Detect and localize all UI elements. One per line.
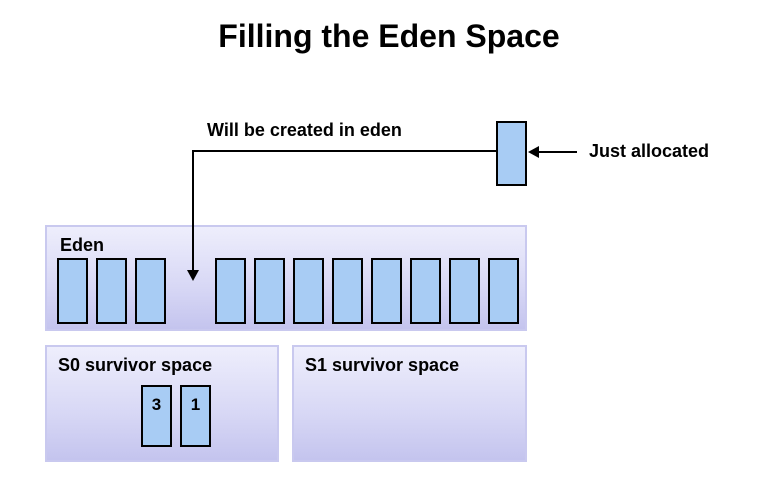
placement-arrowhead (187, 270, 199, 281)
s0-label: S0 survivor space (58, 355, 213, 375)
eden-object (371, 258, 402, 324)
eden-object (135, 258, 166, 324)
eden-object (410, 258, 441, 324)
object-age-label: 1 (190, 395, 201, 414)
eden-objects (47, 227, 525, 329)
new-object (496, 121, 527, 186)
eden-object (57, 258, 88, 324)
eden-object (254, 258, 285, 324)
s1-survivor-region: S1 survivor space (292, 345, 527, 462)
eden-object (488, 258, 519, 324)
allocated-pointer-arrowhead (528, 146, 539, 158)
placement-arrow (192, 150, 496, 272)
eden-region: Eden (45, 225, 527, 331)
just-allocated-callout: Just allocated (589, 141, 710, 161)
created-in-eden-callout: Will be created in eden (207, 120, 402, 140)
eden-object (215, 258, 246, 324)
object-age-label: 3 (151, 395, 162, 414)
eden-object (293, 258, 324, 324)
s0-survivor-region: S0 survivor space 3 1 (45, 345, 279, 462)
s0-object-age-1: 1 (180, 385, 211, 447)
s1-label: S1 survivor space (305, 355, 460, 375)
s0-object-age-3: 3 (141, 385, 172, 447)
eden-object (332, 258, 363, 324)
eden-object (449, 258, 480, 324)
diagram-title: Filling the Eden Space (218, 18, 560, 54)
eden-object (96, 258, 127, 324)
eden-label: Eden (60, 235, 105, 255)
